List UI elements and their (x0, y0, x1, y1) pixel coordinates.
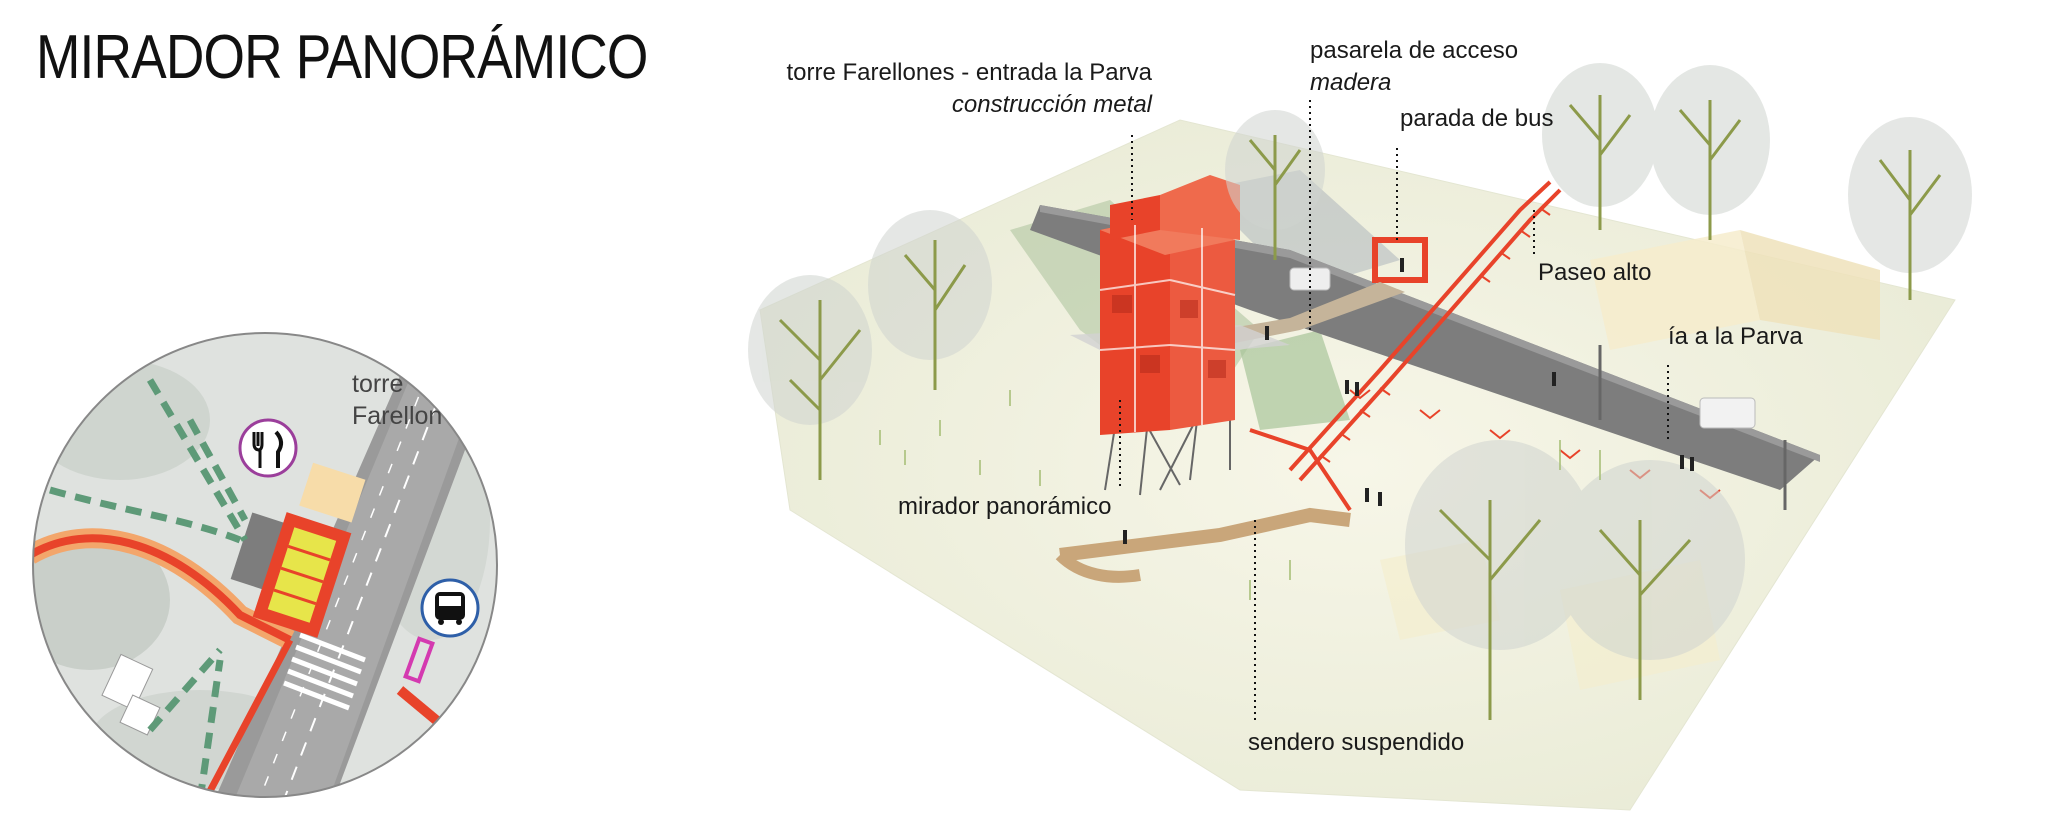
page-title: MIRADOR PANORÁMICO (36, 23, 648, 92)
restaurant-icon (238, 418, 298, 478)
tower-illustration (1099, 175, 1240, 435)
label-torre-material: construcción metal (951, 91, 1152, 118)
label-pasarela-material: madera (1310, 69, 1392, 96)
label-parada: parada de bus (1400, 105, 1554, 132)
label-paseo: Paseo alto (1538, 259, 1652, 286)
label-pasarela: pasarela de acceso (1310, 37, 1519, 64)
inset-label-line2: Farellon (352, 402, 443, 430)
site-model (748, 63, 1972, 811)
label-mirador: mirador panorámico (898, 493, 1112, 520)
bus-icon (420, 578, 480, 638)
inset-label-line1: torre (352, 370, 404, 398)
label-sendero: sendero suspendido (1248, 729, 1465, 756)
trees (748, 63, 1972, 720)
label-via: ía a la Parva (1668, 323, 1803, 350)
label-torre: torre Farellones - entrada la Parva (786, 59, 1152, 86)
inset-map (32, 332, 498, 798)
